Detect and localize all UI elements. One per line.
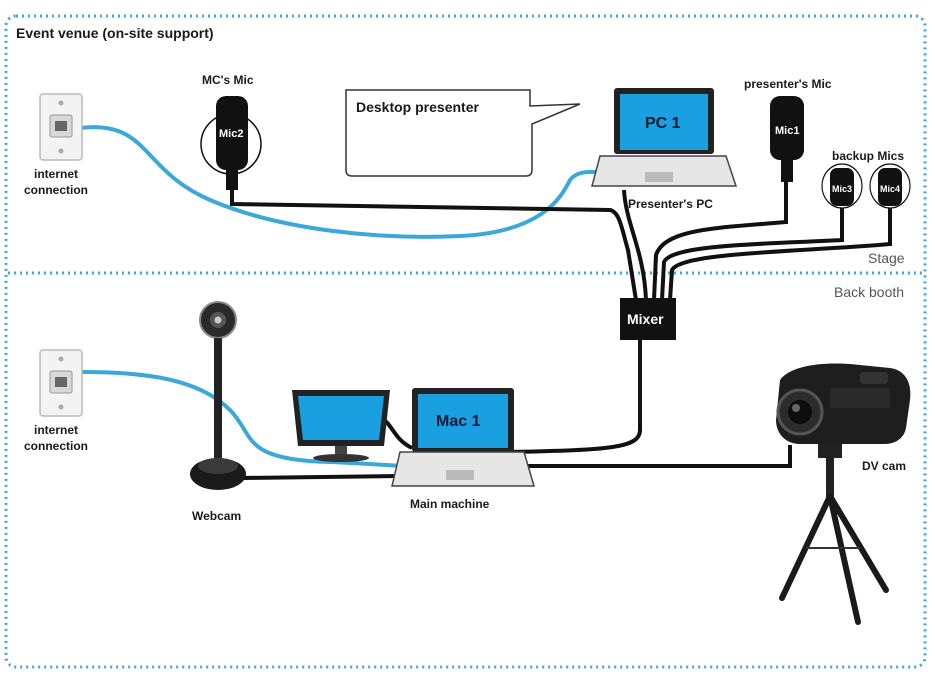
microphone-icon [770,96,804,182]
audio-cable-mic3 [660,208,844,301]
mic4-tag: Mic4 [880,184,900,194]
mac-screen-label: Mac 1 [436,413,481,430]
video-cable-monitor [382,418,413,450]
camcorder-icon [776,363,911,444]
laptop-icon [391,388,536,487]
audio-cable-mixer-mac [509,336,642,454]
back-booth-zone-label: Back booth [834,284,904,300]
webcam-label: Webcam [192,509,241,523]
audio-cable-pc [622,189,648,301]
presenter-mic-label: presenter's Mic [744,77,832,91]
main-machine-label: Main machine [410,497,490,511]
microphone-icon [200,96,262,190]
webcam-icon [190,301,246,490]
audio-cable-mic1 [652,180,788,301]
audio-cable-mic2 [230,190,638,301]
network-cable-top [78,125,606,239]
audio-cable-mic4 [668,208,892,301]
microphone-icon [821,163,863,209]
backup-mics-label: backup Mics [832,149,904,163]
stage-zone-label: Stage [868,250,905,266]
wall-jack-icon [39,349,83,417]
mic2-tag: Mic2 [219,128,243,140]
callout-text: Desktop presenter [356,99,479,115]
internet-label-bottom: internet connection [24,423,88,453]
presenter-pc-label: Presenter's PC [628,197,713,211]
laptop-icon [591,88,738,187]
callout-bubble [345,89,581,177]
microphone-icon [869,163,911,209]
mic1-tag: Mic1 [775,125,799,137]
pc-screen-label: PC 1 [645,115,681,132]
wall-jack-icon [39,93,83,161]
dv-cam-label: DV cam [862,459,906,473]
mic3-tag: Mic3 [832,184,852,194]
firewire-cable-dvcam [520,445,792,468]
mixer-box [620,298,676,340]
usb-cable-webcam [239,474,401,480]
internet-label-top: internet connection [24,167,88,197]
tripod-icon [779,444,889,625]
network-cable-bottom [80,370,407,468]
venue-title: Event venue (on-site support) [16,25,214,41]
monitor-icon [292,390,390,462]
mixer-label: Mixer [627,311,664,327]
venue-border [4,14,927,669]
mc-mic-label: MC's Mic [202,73,254,87]
